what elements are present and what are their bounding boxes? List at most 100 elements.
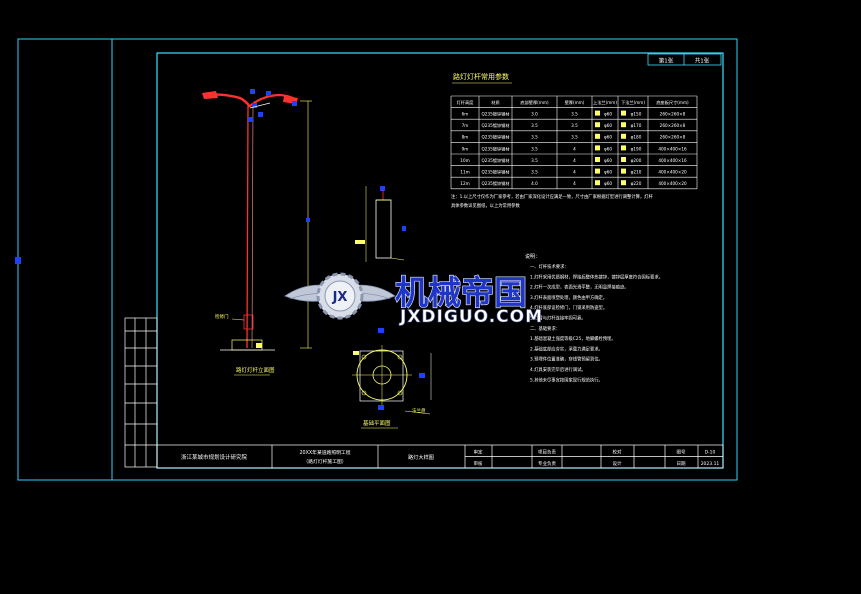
pole-grip-6	[248, 117, 253, 122]
table-cell-marker	[621, 145, 626, 151]
table-header-cell: 底座板尺寸(mm)	[656, 99, 689, 106]
table-cell: 4.0	[531, 181, 538, 186]
foundation-plan: 法兰盘 基础平面图	[352, 328, 432, 429]
sheet-number-value: D-10	[705, 450, 716, 456]
table-cell-marker	[621, 168, 626, 174]
table-note-1: 注：1.以上尺寸仅作为厂家参考，若由厂家深化设计应满足一致，尺寸由厂家根据灯型进…	[451, 193, 653, 200]
table-cell: φ60	[604, 135, 612, 140]
table-cell: φ200	[631, 158, 642, 163]
table-cell-marker	[621, 133, 626, 139]
notes-line: 3.灯杆表面喷塑处理，颜色由甲方确定。	[530, 294, 607, 301]
table-cell: φ170	[631, 123, 642, 128]
title-block	[156, 444, 724, 469]
table-cell: φ210	[631, 169, 642, 174]
table-cell: φ150	[631, 111, 642, 116]
project-name-2: （路灯灯杆施工图）	[303, 458, 346, 465]
table-cell: 10m	[460, 158, 469, 163]
notes-line: 一、灯杆技术要求：	[530, 263, 569, 270]
table-cell: 4	[573, 158, 576, 163]
date-label: 日期	[677, 461, 686, 467]
table-cell: 400×400×16	[658, 158, 687, 163]
pole-body-outer	[246, 105, 249, 349]
role-review: 审核	[474, 460, 483, 467]
page-label-1: 第1张	[659, 57, 674, 65]
table-cell: φ180	[631, 135, 642, 140]
table-cell: 3.5	[531, 123, 538, 128]
table-cell: 7m	[462, 123, 469, 128]
notes-line: 4.灯具安装完毕后进行调试。	[530, 366, 586, 373]
table-cell: 3.5	[531, 158, 538, 163]
table-cell: 3.0	[531, 111, 538, 116]
page-label-2: 共1张	[695, 57, 710, 65]
drawing-borders	[15, 38, 738, 481]
flange-callout: 法兰盘	[412, 407, 426, 414]
table-cell-marker	[595, 168, 600, 174]
table-cell-marker	[595, 110, 600, 116]
table-cell: Q235镀锌钢材	[481, 134, 509, 141]
table-header-cell: 上法兰(mm)	[593, 99, 617, 106]
table-cell-marker	[595, 145, 600, 151]
date-value: 2023.11	[701, 461, 720, 467]
table-cell: φ60	[604, 123, 612, 128]
role-discipline-lead: 专业负责	[538, 460, 556, 467]
table-note-2: 具体参数详见图纸，以上为常用参数	[451, 202, 520, 209]
watermark-logo: JX 机械帝国 JXDIGUO.COM	[284, 272, 543, 327]
pole-grip-3	[252, 103, 257, 108]
table-cell: Q235镀锌钢材	[481, 122, 509, 129]
table-cell: 400×400×16	[658, 146, 687, 151]
table-cell: Q235镀锌钢材	[481, 180, 509, 187]
table-cell: 6m	[462, 111, 469, 116]
watermark-cn: 机械帝国	[395, 273, 527, 312]
table-cell: φ60	[604, 169, 612, 174]
watermark-badge: JX	[332, 290, 348, 305]
pole-body-inner	[251, 105, 254, 349]
lamp-head-left	[202, 91, 218, 99]
table-cell: Q235镀锌钢材	[481, 110, 509, 117]
sheet-number-label: 图号	[677, 450, 686, 456]
table-cell: 9m	[462, 146, 469, 151]
table-cell: 3.5	[571, 135, 578, 140]
table-cell: 3.5	[571, 111, 578, 116]
table-cell-marker	[595, 122, 600, 128]
table-cell: 11m	[460, 169, 469, 174]
maintenance-door	[243, 314, 254, 330]
table-cell: φ60	[604, 111, 612, 116]
notes-line: 5.其他未尽事宜按国家现行规范执行。	[530, 376, 603, 383]
company-name: 浙江某城市规划设计研究院	[181, 453, 248, 461]
watermark-en: JXDIGUO.COM	[399, 307, 543, 327]
base-detail	[355, 186, 406, 262]
table-cell: Q235镀锌钢材	[481, 145, 509, 152]
table-cell: 260×260×8	[660, 123, 686, 128]
table-cell: 8m	[462, 135, 469, 140]
table-cell: 12m	[460, 181, 469, 186]
table-cell: φ190	[631, 146, 642, 151]
notes-heading: 说明：	[525, 253, 540, 260]
pole-grip-2	[266, 91, 271, 96]
table-header-cell: 底部壁厚(mm)	[520, 99, 549, 106]
pole-grip-4	[258, 112, 263, 117]
table-cell: 260×260×8	[660, 135, 686, 140]
table-header-cell: 材质	[491, 99, 499, 106]
role-project-lead: 项目负责	[538, 449, 556, 456]
table-cell: Q235镀锌钢材	[481, 157, 509, 164]
door-callout: 检修门	[215, 313, 229, 320]
notes-line: 2.基础底部应夯实，承载力满足要求。	[530, 345, 603, 352]
table-cell-marker	[595, 180, 600, 186]
notes-line: 2.灯杆一次成型，表面光滑平整，无明显焊接痕迹。	[530, 284, 629, 291]
table-cell: 4	[573, 169, 576, 174]
table-cell: φ60	[604, 146, 612, 151]
table-cell: φ60	[604, 181, 612, 186]
parameter-table: 路灯灯杆常用参数 灯杆高度材质底部壁厚(mm)壁厚(mm)上法兰(mm)下法兰(…	[450, 72, 698, 209]
table-cell-marker	[595, 157, 600, 162]
table-cell: 400×400×20	[658, 181, 687, 186]
notes-block: 说明： 一、灯杆技术要求：1.灯杆采用优质钢材，焊接后整体热镀锌，镀锌层厚度符合…	[525, 253, 663, 383]
base-shaft	[375, 199, 392, 259]
table-header-cell: 灯杆高度	[457, 99, 475, 106]
role-check: 校对	[613, 449, 622, 456]
pole-elevation: 检修门 路灯灯杆立面图	[202, 89, 312, 376]
revision-grid	[124, 317, 158, 468]
table-header-cell: 下法兰(mm)	[621, 99, 645, 106]
table-cell-marker	[621, 180, 626, 186]
pole-grip-1	[250, 89, 255, 94]
notes-line: 1.基础混凝土强度等级C25，地脚螺栓预埋。	[530, 335, 616, 342]
